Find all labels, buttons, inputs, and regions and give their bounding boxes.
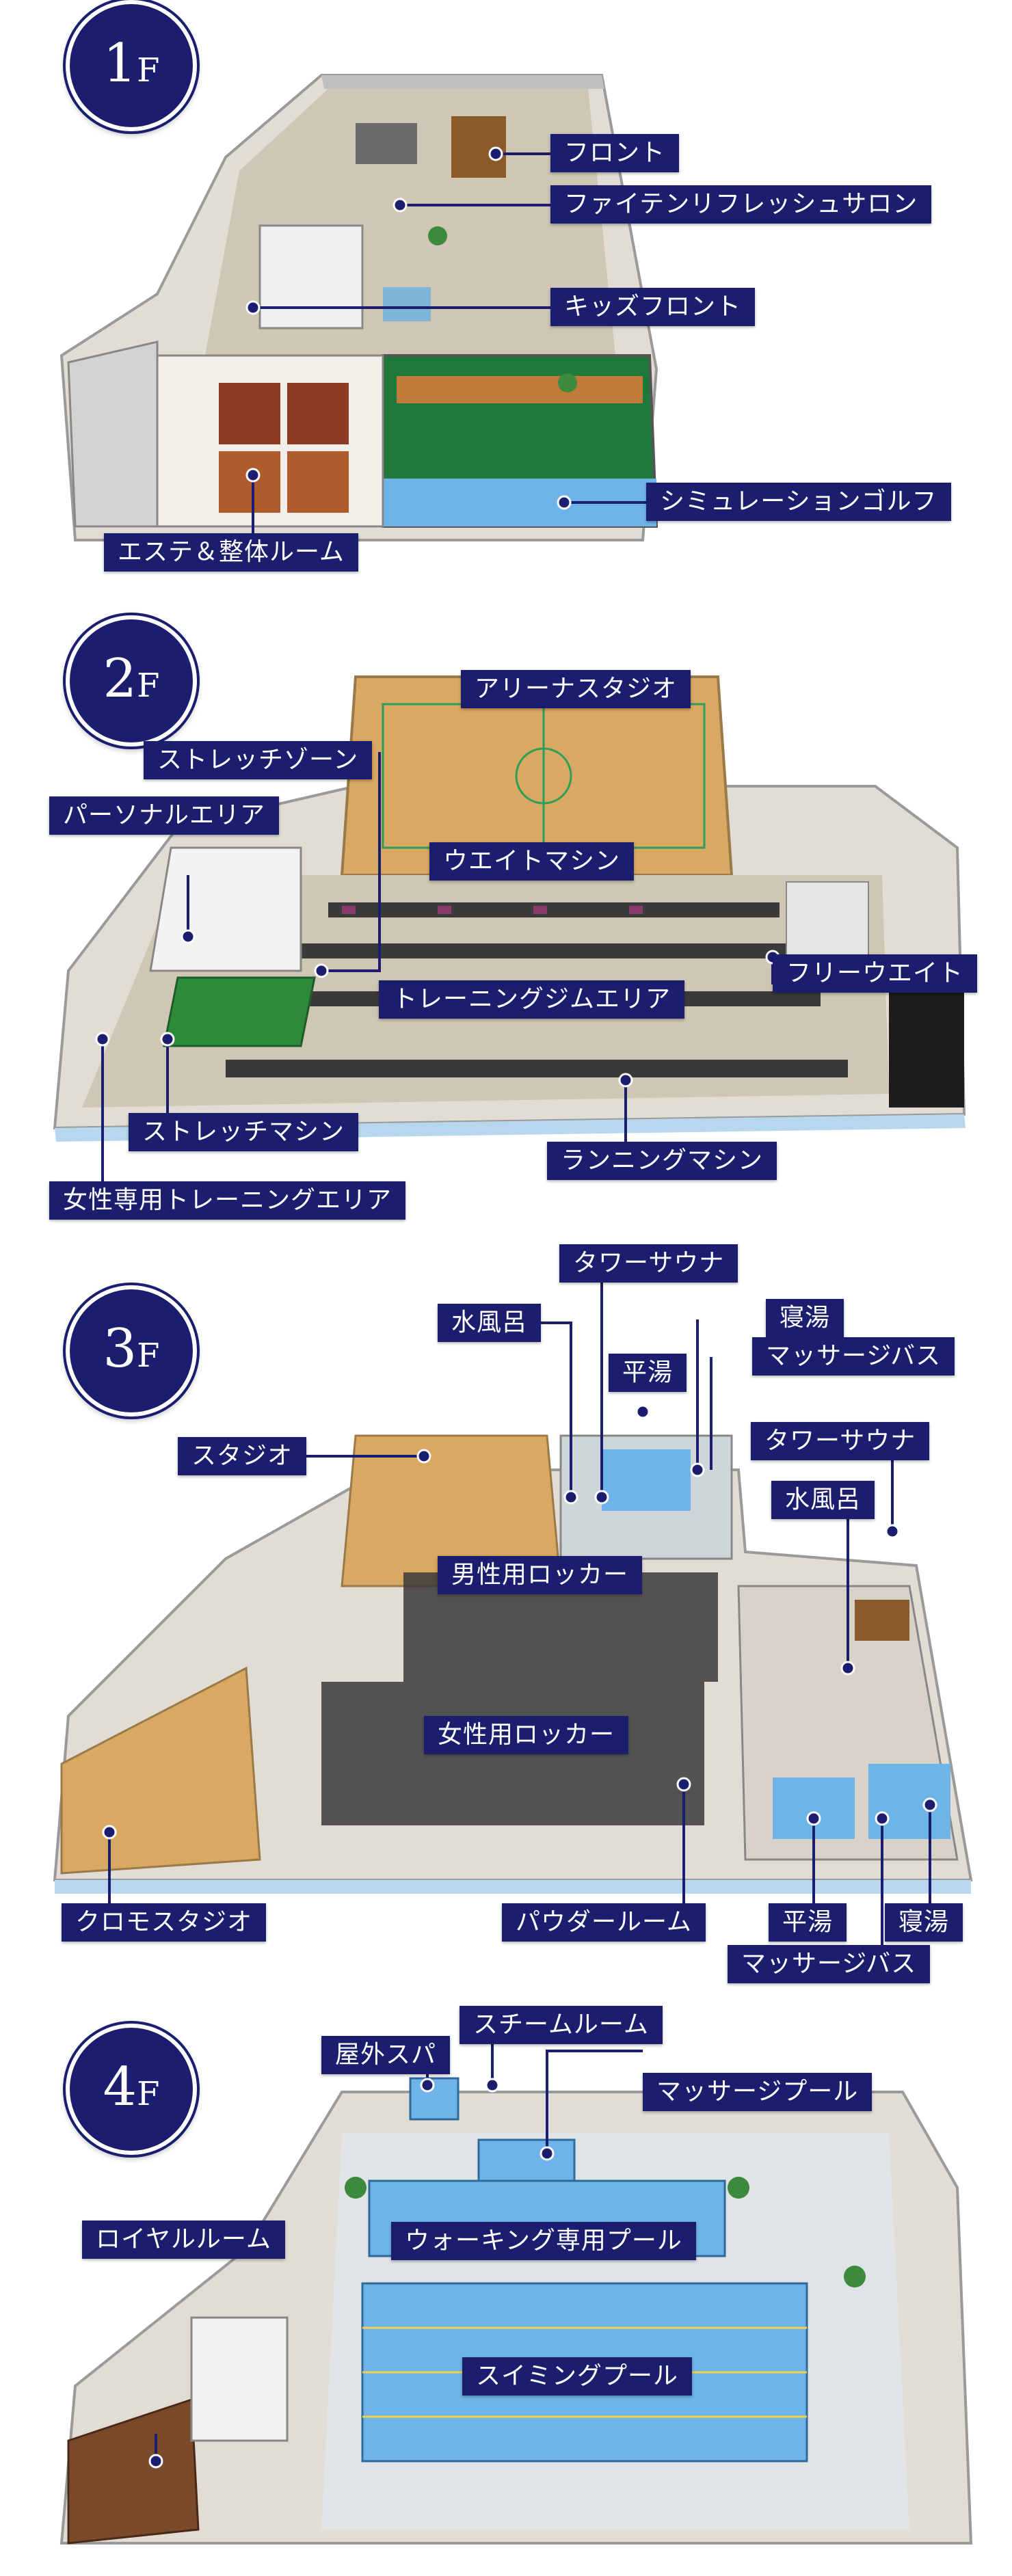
floor-1f-map xyxy=(59,74,658,541)
floor-badge-3f: 3F xyxy=(66,1285,197,1417)
floor-3f-map xyxy=(53,1434,973,1894)
label-running-machine: ランニングマシン xyxy=(547,1142,777,1180)
label-massage-bath-women: マッサージバス xyxy=(728,1945,931,1983)
label-hira-yu-men: 平湯 xyxy=(609,1354,687,1392)
label-massage-pool: マッサージプール xyxy=(643,2073,873,2111)
label-studio: スタジオ xyxy=(178,1437,307,1475)
label-simulation-golf: シミュレーションゴルフ xyxy=(646,483,951,521)
floor-1f-leaders xyxy=(245,146,646,533)
label-powder-room: パウダールーム xyxy=(502,1903,706,1942)
label-cold-bath-women: 水風呂 xyxy=(771,1481,875,1519)
label-outdoor-spa: 屋外スパ xyxy=(321,2036,451,2074)
label-stretch-zone: ストレッチゾーン xyxy=(144,741,373,779)
label-free-weight: フリーウエイト xyxy=(773,954,978,993)
label-men-locker: 男性用ロッカー xyxy=(438,1556,643,1594)
label-women-only-training-area: 女性専用トレーニングエリア xyxy=(49,1181,406,1220)
floor-4f-leaders xyxy=(148,2017,643,2469)
label-swimming-pool: スイミングプール xyxy=(462,2357,693,2396)
label-women-locker: 女性用ロッカー xyxy=(424,1716,629,1754)
label-hira-yu-women: 平湯 xyxy=(769,1903,847,1942)
label-personal-area: パーソナルエリア xyxy=(49,796,280,835)
label-nene-yu-women: 寝湯 xyxy=(885,1903,963,1942)
label-steam-room: スチームルーム xyxy=(460,2006,663,2044)
floor-2f-section: 2F アリーナスタジオ ストレッチゾーン パーソナルエリア ウエイトマシン フリ… xyxy=(0,588,1012,1244)
floor-badge-2f: 2F xyxy=(66,615,197,747)
label-kuromo-studio: クロモスタジオ xyxy=(62,1903,267,1942)
floor-3f-leaders xyxy=(102,1278,937,1948)
floor-badge-4f: 4F xyxy=(66,2024,197,2155)
floor-4f-map xyxy=(59,2077,973,2545)
floor-2f-leaders xyxy=(95,752,780,1183)
label-kids-front: キッズフロント xyxy=(550,288,756,326)
label-tower-sauna-women: タワーサウナ xyxy=(751,1422,930,1460)
label-royal-room: ロイヤルルーム xyxy=(82,2221,285,2259)
label-esthe-seitai-room: エステ＆整体ルーム xyxy=(104,533,358,572)
label-weight-machine: ウエイトマシン xyxy=(429,842,635,881)
floor-badge-1f: 1F xyxy=(66,0,197,131)
label-front: フロント xyxy=(550,134,680,172)
floor-4f-section: 4F スチームルーム 屋外スパ マッサージプール ロイヤルルーム ウォーキング専… xyxy=(0,1962,1012,2576)
label-tower-sauna-men: タワーサウナ xyxy=(559,1244,738,1283)
label-training-gym-area: トレーニングジムエリア xyxy=(379,980,685,1019)
label-massage-bath-men: マッサージバス xyxy=(752,1337,955,1376)
label-arena-studio: アリーナスタジオ xyxy=(461,670,691,708)
label-walking-pool: ウォーキング専用プール xyxy=(391,2222,696,2260)
label-nene-yu-men: 寝湯 xyxy=(766,1299,844,1337)
floor-1f-section: 1F フロント ファイテンリフレッシュサロン キッズフロント シミュレーションゴ… xyxy=(0,0,1012,588)
label-cold-bath-men: 水風呂 xyxy=(438,1304,542,1342)
label-stretch-machine: ストレッチマシン xyxy=(129,1113,359,1151)
floor-3f-section: 3F タワーサウナ 水風呂 寝湯 平湯 マッサージバス タワーサウナ スタジオ … xyxy=(0,1244,1012,1983)
label-phiten-refresh-salon: ファイテンリフレッシュサロン xyxy=(550,185,932,224)
